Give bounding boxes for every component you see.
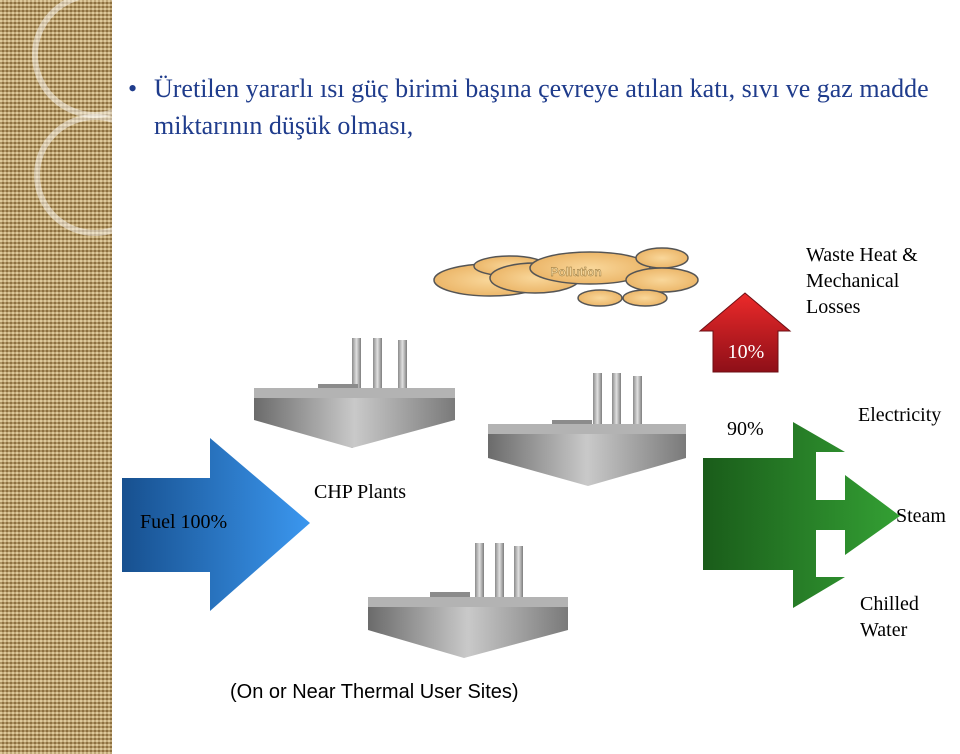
output-electricity: Electricity [858, 404, 942, 426]
fuel-arrow [122, 438, 310, 611]
useful-percent: 90% [727, 418, 764, 440]
fuel-label: Fuel 100% [140, 511, 228, 533]
chilled-line-1: Chilled [860, 593, 919, 615]
chp-plant-1 [254, 338, 455, 448]
chp-plant-3 [368, 543, 568, 658]
burlap-texture-panel [0, 0, 112, 754]
output-steam: Steam [896, 505, 946, 527]
slide-content: • Üretilen yararlı ısı güç birimi başına… [112, 0, 960, 754]
waste-label-line-1: Waste Heat & [806, 244, 918, 266]
waste-label-line-3: Losses [806, 296, 861, 318]
pollution-cloud: Pollution [433, 247, 699, 307]
output-arrow [703, 422, 900, 608]
waste-arrow: 10% [698, 292, 792, 373]
chp-plants-label: CHP Plants [314, 481, 407, 503]
chp-plant-2 [488, 373, 686, 486]
waste-percent: 10% [728, 341, 765, 363]
bullet-text: Üretilen yararlı ısı güç birimi başına ç… [154, 74, 929, 140]
waste-label: Waste Heat & Mechanical Losses [806, 242, 918, 320]
site-label: (On or Near Thermal User Sites) [230, 681, 519, 703]
bullet-point: • Üretilen yararlı ısı güç birimi başına… [128, 70, 948, 144]
chilled-line-2: Water [860, 619, 908, 641]
decorative-circles [32, 0, 112, 236]
bullet-marker: • [128, 74, 138, 103]
pollution-label: Pollution [550, 265, 601, 279]
waste-label-line-2: Mechanical [806, 270, 900, 292]
output-chilled-water: Chilled Water [860, 591, 919, 643]
